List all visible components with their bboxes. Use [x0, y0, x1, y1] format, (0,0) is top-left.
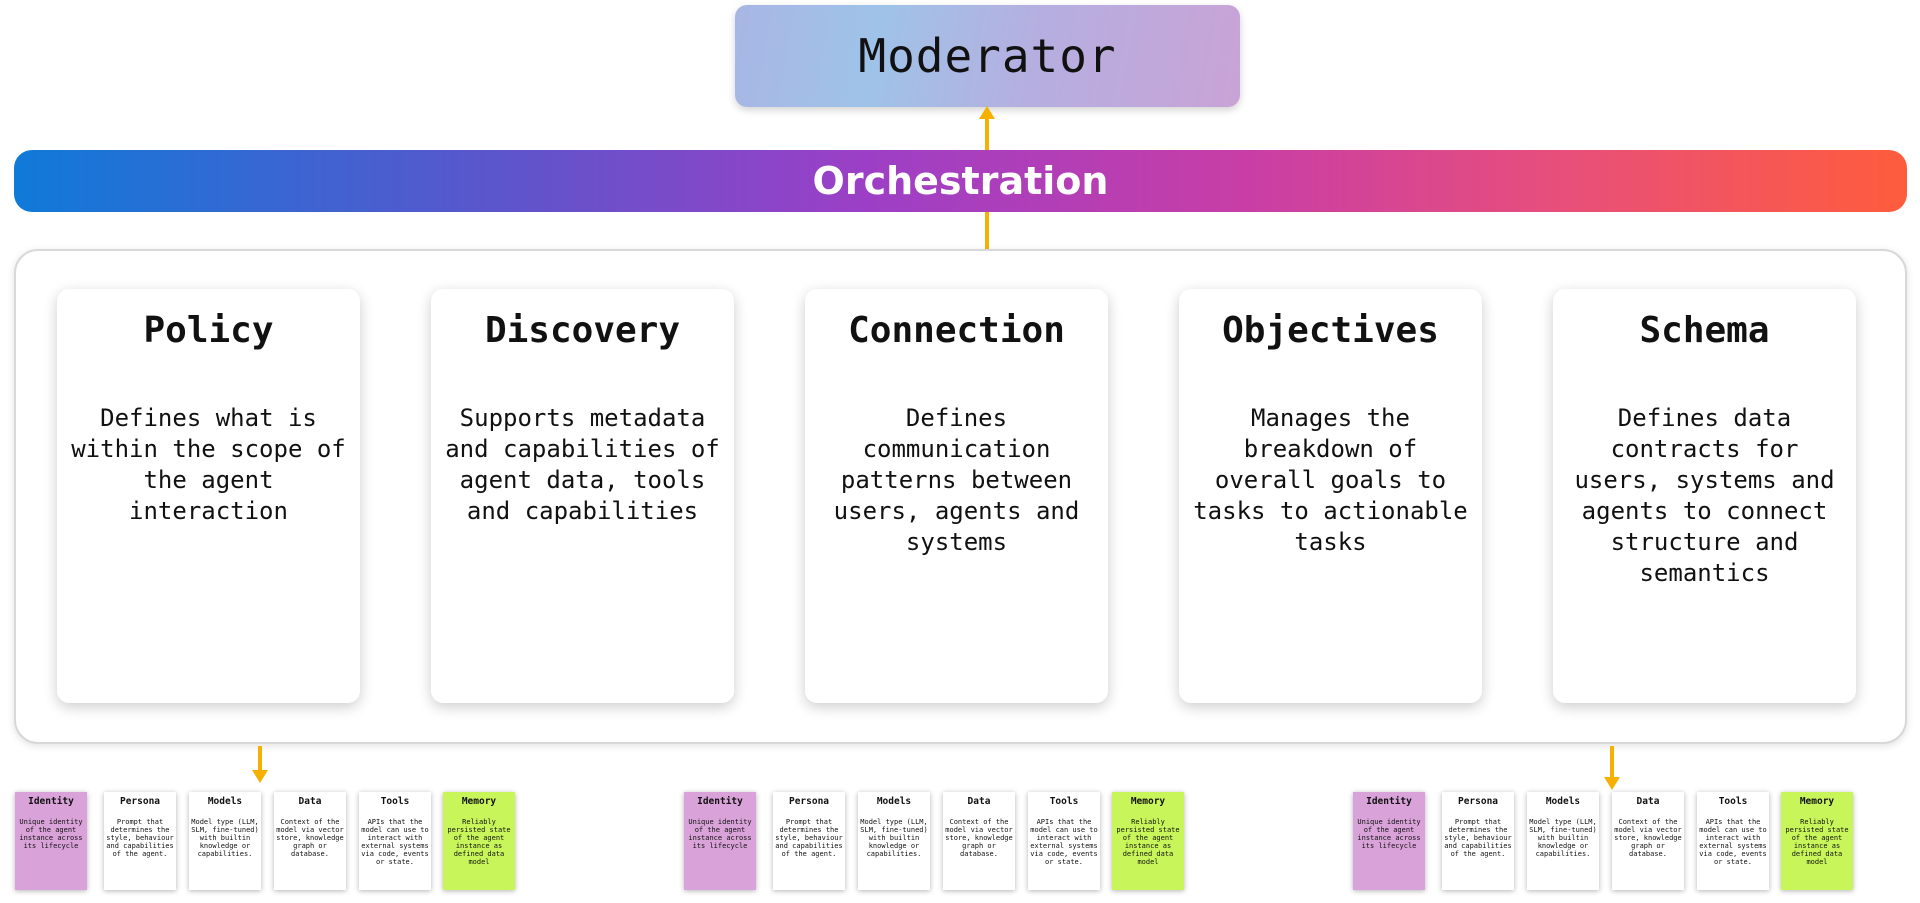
card-title: Discovery: [484, 310, 681, 351]
arrow-to-moderator: [985, 118, 989, 150]
tile-description: APIs that the model can use to interact …: [361, 818, 429, 866]
card-discovery: Discovery Supports metadata and capabili…: [431, 289, 734, 703]
agent-identity-tile: Identity Unique identity of the agent in…: [684, 792, 756, 890]
tile-description: Reliably persisted state of the agent in…: [447, 818, 511, 866]
card-description: Supports metadata and capabilities of ag…: [445, 404, 720, 525]
tile-title: Identity: [697, 796, 743, 807]
tile-description: Unique identity of the agent instance ac…: [19, 818, 83, 850]
arrow-to-orchestration: [985, 212, 989, 249]
tile-description: Context of the model via vector store, k…: [945, 818, 1013, 858]
arrow-to-agent-group-3-head: [1604, 777, 1620, 790]
agent-memory-tile: Memory Reliably persisted state of the a…: [1112, 792, 1184, 890]
agent-data-tile: Data Context of the model via vector sto…: [943, 792, 1015, 890]
tile-description: Model type (LLM, SLM, fine-tuned) with b…: [1529, 818, 1597, 858]
agent-models-tile: Models Model type (LLM, SLM, fine-tuned)…: [1527, 792, 1599, 890]
moderator-label: Moderator: [858, 29, 1117, 83]
agent-identity-tile: Identity Unique identity of the agent in…: [1353, 792, 1425, 890]
agent-tools-tile: Tools APIs that the model can use to int…: [359, 792, 431, 890]
tile-description: Model type (LLM, SLM, fine-tuned) with b…: [860, 818, 928, 858]
card-policy: Policy Defines what is within the scope …: [57, 289, 360, 703]
agent-persona-tile: Persona Prompt that determines the style…: [104, 792, 176, 890]
card-connection: Connection Defines communication pattern…: [805, 289, 1108, 703]
card-title: Policy: [143, 310, 274, 351]
tile-title: Persona: [1457, 796, 1499, 807]
arrow-to-moderator-head: [979, 106, 995, 119]
tile-description: Prompt that determines the style, behavi…: [1444, 818, 1512, 858]
tile-title: Persona: [788, 796, 830, 807]
tile-title: Persona: [119, 796, 161, 807]
tile-title: Data: [298, 796, 322, 807]
agent-tools-tile: Tools APIs that the model can use to int…: [1697, 792, 1769, 890]
tile-title: Tools: [380, 796, 410, 807]
tile-description: Unique identity of the agent instance ac…: [1357, 818, 1421, 850]
agent-tools-tile: Tools APIs that the model can use to int…: [1028, 792, 1100, 890]
agent-identity-tile: Identity Unique identity of the agent in…: [15, 792, 87, 890]
agent-persona-tile: Persona Prompt that determines the style…: [1442, 792, 1514, 890]
tile-title: Memory: [1130, 796, 1166, 807]
tile-description: Reliably persisted state of the agent in…: [1785, 818, 1849, 866]
card-description: Defines communication patterns between u…: [833, 404, 1080, 556]
agent-data-tile: Data Context of the model via vector sto…: [1612, 792, 1684, 890]
tile-title: Models: [207, 796, 243, 807]
tile-description: Prompt that determines the style, behavi…: [106, 818, 174, 858]
arrow-to-agent-group-1: [258, 746, 262, 772]
tile-description: Prompt that determines the style, behavi…: [775, 818, 843, 858]
tile-title: Identity: [28, 796, 74, 807]
agent-models-tile: Models Model type (LLM, SLM, fine-tuned)…: [189, 792, 261, 890]
tile-description: Model type (LLM, SLM, fine-tuned) with b…: [191, 818, 259, 858]
tile-title: Memory: [461, 796, 497, 807]
card-description: Defines what is within the scope of the …: [71, 404, 346, 525]
agent-data-tile: Data Context of the model via vector sto…: [274, 792, 346, 890]
tile-description: APIs that the model can use to interact …: [1699, 818, 1767, 866]
tile-title: Tools: [1049, 796, 1079, 807]
card-objectives: Objectives Manages the breakdown of over…: [1179, 289, 1482, 703]
agent-models-tile: Models Model type (LLM, SLM, fine-tuned)…: [858, 792, 930, 890]
tile-title: Models: [876, 796, 912, 807]
card-schema: Schema Defines data contracts for users,…: [1553, 289, 1856, 703]
moderator-box: Moderator: [735, 5, 1240, 107]
card-description: Manages the breakdown of overall goals t…: [1193, 404, 1468, 556]
tile-title: Tools: [1718, 796, 1748, 807]
tile-description: Context of the model via vector store, k…: [276, 818, 344, 858]
orchestration-bar: Orchestration: [14, 150, 1907, 212]
agent-persona-tile: Persona Prompt that determines the style…: [773, 792, 845, 890]
tile-description: Context of the model via vector store, k…: [1614, 818, 1682, 858]
arrow-to-agent-group-3: [1610, 746, 1614, 779]
tile-title: Data: [967, 796, 991, 807]
card-title: Connection: [848, 310, 1065, 351]
tile-title: Models: [1545, 796, 1581, 807]
tile-title: Identity: [1366, 796, 1412, 807]
tile-description: APIs that the model can use to interact …: [1030, 818, 1098, 866]
tile-title: Memory: [1799, 796, 1835, 807]
agent-memory-tile: Memory Reliably persisted state of the a…: [1781, 792, 1853, 890]
agent-memory-tile: Memory Reliably persisted state of the a…: [443, 792, 515, 890]
orchestration-label: Orchestration: [812, 159, 1109, 203]
arrow-to-agent-group-1-head: [252, 770, 268, 783]
tile-title: Data: [1636, 796, 1660, 807]
card-title: Schema: [1639, 310, 1770, 351]
tile-description: Reliably persisted state of the agent in…: [1116, 818, 1180, 866]
card-title: Objectives: [1222, 310, 1439, 351]
card-description: Defines data contracts for users, system…: [1574, 404, 1835, 587]
tile-description: Unique identity of the agent instance ac…: [688, 818, 752, 850]
